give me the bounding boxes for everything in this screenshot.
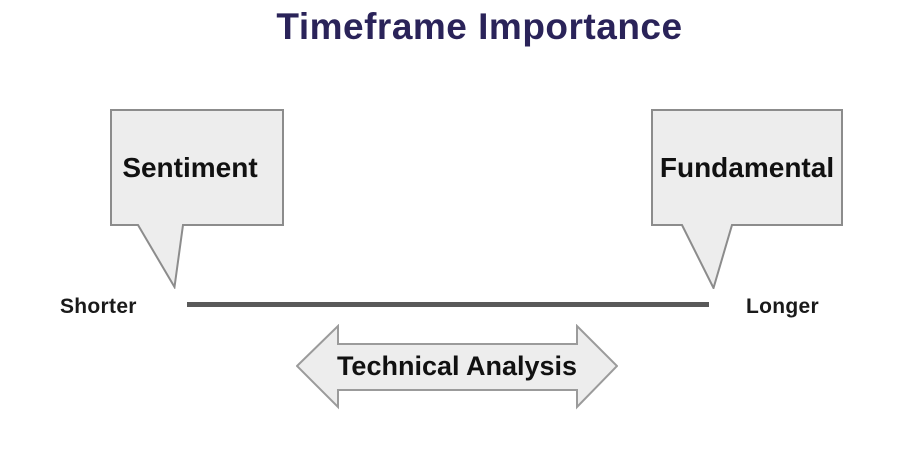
double-arrow-shape: [296, 324, 618, 410]
diagram-title: Timeframe Importance: [276, 6, 683, 47]
speech-bubble-shape: [651, 109, 843, 289]
speech-bubble-shape: [110, 109, 284, 289]
fundamental-label: Fundamental: [659, 151, 835, 183]
technical-analysis-arrow: Technical Analysis: [296, 324, 618, 410]
timeline-label-longer: Longer: [746, 295, 819, 318]
timeline-label-shorter: Shorter: [60, 295, 137, 318]
sentiment-label: Sentiment: [122, 151, 258, 183]
speech-bubble-sentiment: Sentiment: [110, 109, 284, 289]
speech-bubble-fundamental: Fundamental: [651, 109, 843, 289]
timeline-line: [187, 302, 709, 307]
technical-analysis-label: Technical Analysis: [336, 350, 578, 381]
